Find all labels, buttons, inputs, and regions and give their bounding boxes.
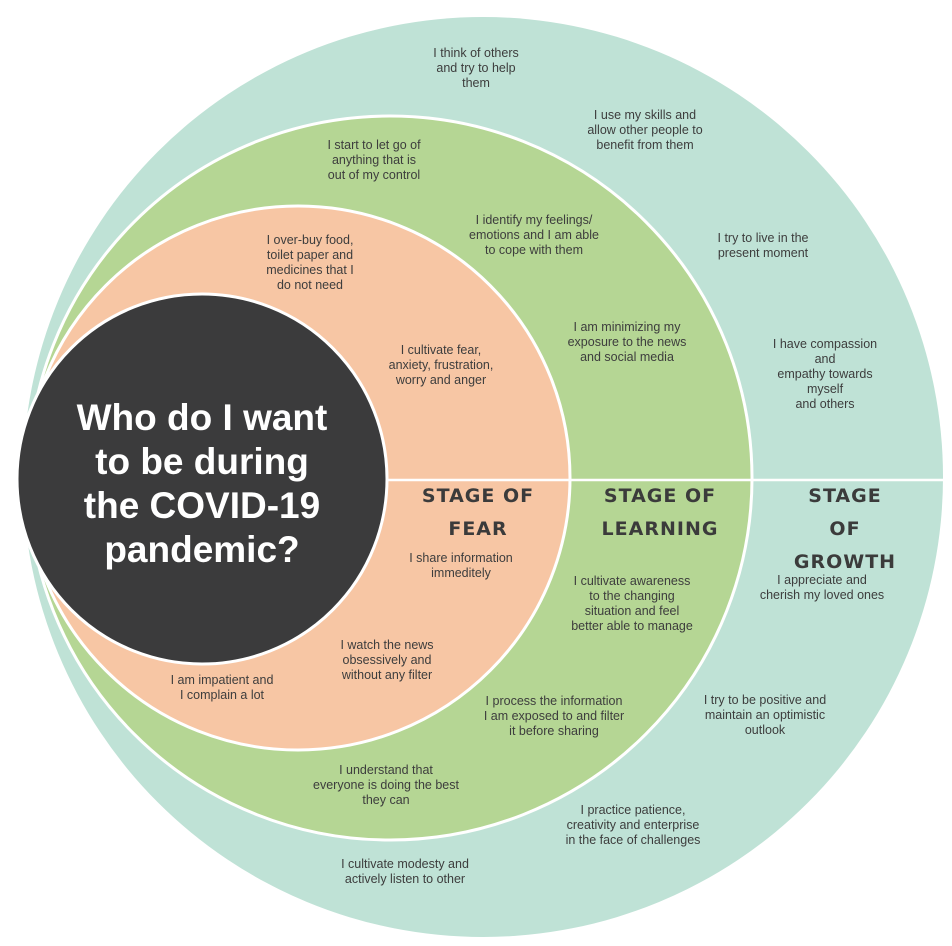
diagram-title: Who do I want to be during the COVID-19 … [76, 397, 328, 570]
center-circle [15, 292, 389, 666]
learning-item: I understand that everyone is doing the … [313, 763, 459, 807]
learning-item: I identify my feelings/ emotions and I a… [469, 213, 599, 257]
learning-item: I start to let go of anything that is ou… [327, 138, 421, 182]
fear-item: I share information immeditely [409, 551, 513, 580]
growth-item: I try to live in the present moment [717, 231, 809, 260]
fear-item: I am impatient and I complain a lot [170, 673, 274, 702]
fear-item: I over-buy food, toilet paper and medici… [266, 233, 354, 292]
growth-item: I try to be positive and maintain an opt… [703, 693, 827, 737]
learning-item: I cultivate awareness to the changing si… [571, 574, 693, 633]
fear-item: I watch the news obsessively and without… [340, 638, 434, 682]
growth-item: I use my skills and allow other people t… [587, 108, 703, 152]
growth-item: I think of others and try to help them [433, 46, 519, 90]
stage-label-learning: STAGE OF LEARNING [602, 448, 719, 546]
stage-label-growth: STAGE OF GROWTH [792, 448, 899, 579]
growth-item: I have compassion and empathy towards my… [772, 337, 878, 411]
learning-item: I am minimizing my exposure to the news … [567, 320, 687, 364]
stage-fear-text: STAGE OF FEAR [421, 485, 535, 540]
growth-item: I cultivate modesty and actively listen … [341, 857, 469, 886]
stage-learning-text: STAGE OF LEARNING [601, 485, 719, 540]
fear-item: I cultivate fear, anxiety, frustration, … [388, 343, 494, 387]
learning-item: I process the information I am exposed t… [483, 694, 625, 738]
stage-label-fear: STAGE OF FEAR [422, 448, 534, 546]
growth-item: I appreciate and cherish my loved ones [759, 573, 885, 602]
growth-item: I practice patience, creativity and ente… [565, 803, 701, 847]
stage-growth-text: STAGE OF GROWTH [793, 485, 897, 573]
